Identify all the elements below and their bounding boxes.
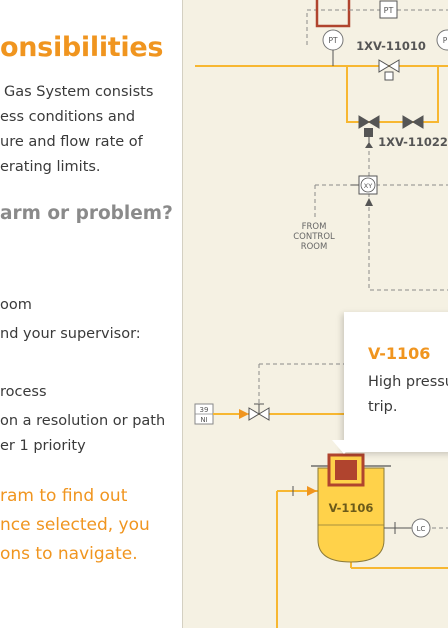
alarm-question-heading: arm or problem? [0,203,173,224]
instruction-line: ram to find out [0,486,128,506]
callout-title: V-1106 [368,344,431,363]
pt-left-label: PT [328,36,338,45]
pt-indicator-top [379,0,398,19]
ref-box-number: 39 [200,406,209,414]
signal-line [368,130,448,291]
xy-label: XY [364,182,372,190]
step-line: nd your supervisor: [0,326,141,342]
alarm-box [315,0,351,28]
step-line: oom [0,297,32,313]
instruction-line: nce selected, you [0,515,150,535]
intro-line: ure and flow rate of [0,134,143,150]
step-line: rocess [0,384,47,400]
ref-box-code: NI [200,416,207,424]
instruction-line: ons to navigate. [0,544,138,564]
pt-gauge-right [436,29,448,51]
callout-line: High pressu [368,374,448,390]
lc-label: LC [417,525,426,533]
pid-drawing: PT PT P 1XV-11010 1XV-11022 XY FROM C [194,0,448,628]
signal-line [306,9,380,45]
step-line: er 1 priority [0,438,86,454]
lc-indicator[interactable] [411,518,431,538]
valve-1xv-11022[interactable] [358,115,424,137]
intro-line: Gas System consists [4,84,154,100]
intro-line: erating limits. [0,159,101,175]
valve-label-11010: 1XV-11010 [356,39,426,53]
vessel-label: V-1106 [329,501,374,515]
section-heading: onsibilities [0,32,164,63]
control-label: CONTROL [293,232,335,242]
valve-1xv-11010[interactable] [378,59,400,81]
pt-right-label: P [443,36,448,45]
callout-pointer [332,440,356,454]
from-label: FROM [302,222,327,232]
callout-line: trip. [368,399,398,415]
instruction-text: ram to find out nce selected, you ons to… [0,482,150,569]
intro-line: ess conditions and [0,109,136,125]
vessel-callout: V-1106 High pressu trip. [344,312,448,452]
bypass-pipe [346,66,439,123]
valve-label-11022: 1XV-11022 [378,135,448,149]
pt-top-label: PT [384,6,394,15]
feed-valve[interactable] [248,403,270,421]
step-line: on a resolution or path [0,413,166,429]
intro-paragraph: Gas System consists ess conditions and u… [0,80,153,180]
left-text-panel: onsibilities Gas System consists ess con… [0,0,182,628]
alarm-icon [327,453,365,487]
callout-body: High pressu trip. [368,370,448,420]
vessel-v-1106[interactable] [311,465,391,563]
room-label: ROOM [301,242,328,252]
